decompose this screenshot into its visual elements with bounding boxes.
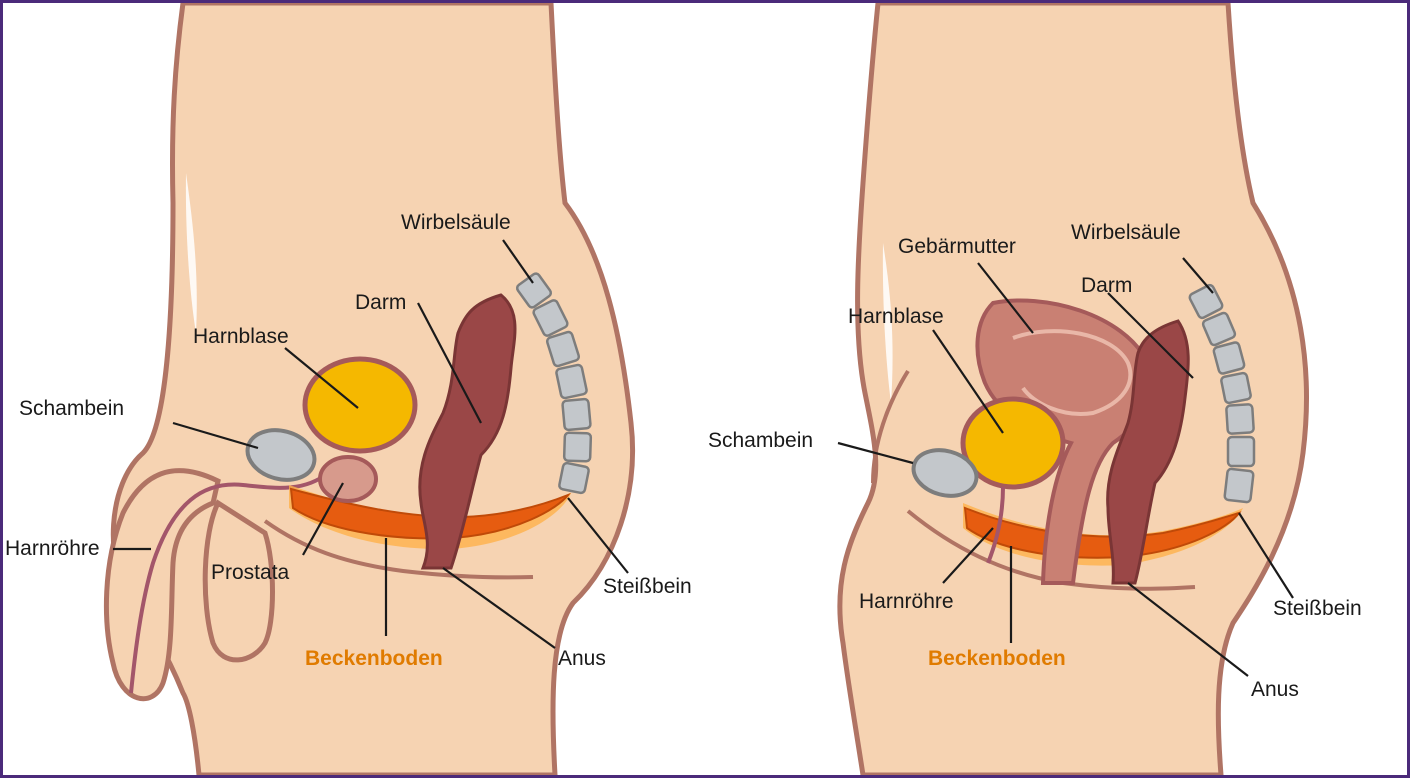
label-schambein-female: Schambein xyxy=(708,429,813,452)
male-vertebra xyxy=(564,433,591,462)
male-vertebra xyxy=(556,364,588,398)
label-harnroehre-male: Harnröhre xyxy=(5,537,100,560)
male-vertebra xyxy=(562,399,591,430)
label-schambein-male: Schambein xyxy=(19,397,124,420)
male-bladder xyxy=(305,359,415,451)
label-beckenboden-male: Beckenboden xyxy=(305,647,443,670)
label-wirbelsaeule-female: Wirbelsäule xyxy=(1071,221,1181,244)
label-harnroehre-female: Harnröhre xyxy=(859,590,954,613)
female-figure xyxy=(840,3,1307,775)
label-steissbein-female: Steißbein xyxy=(1273,597,1362,620)
label-gebaermutter-female: Gebärmutter xyxy=(898,235,1016,258)
label-anus-female: Anus xyxy=(1251,678,1299,701)
label-harnblase-male: Harnblase xyxy=(193,325,289,348)
male-prostate xyxy=(320,457,376,501)
label-darm-female: Darm xyxy=(1081,274,1132,297)
label-wirbelsaeule-male: Wirbelsäule xyxy=(401,211,511,234)
male-vertebra xyxy=(559,462,590,493)
female-vertebra xyxy=(1226,404,1254,434)
female-vertebra xyxy=(1228,437,1254,466)
female-vertebra xyxy=(1224,469,1253,503)
label-beckenboden-female: Beckenboden xyxy=(928,647,1066,670)
label-steissbein-male: Steißbein xyxy=(603,575,692,598)
female-vertebra xyxy=(1213,342,1245,375)
label-prostata-male: Prostata xyxy=(211,561,290,584)
label-anus-male: Anus xyxy=(558,647,606,670)
label-harnblase-female: Harnblase xyxy=(848,305,944,328)
female-vertebra xyxy=(1221,372,1252,403)
label-darm-male: Darm xyxy=(355,291,406,314)
pelvic-floor-diagram: Wirbelsäule Darm Harnblase Schambein Har… xyxy=(3,3,1407,775)
